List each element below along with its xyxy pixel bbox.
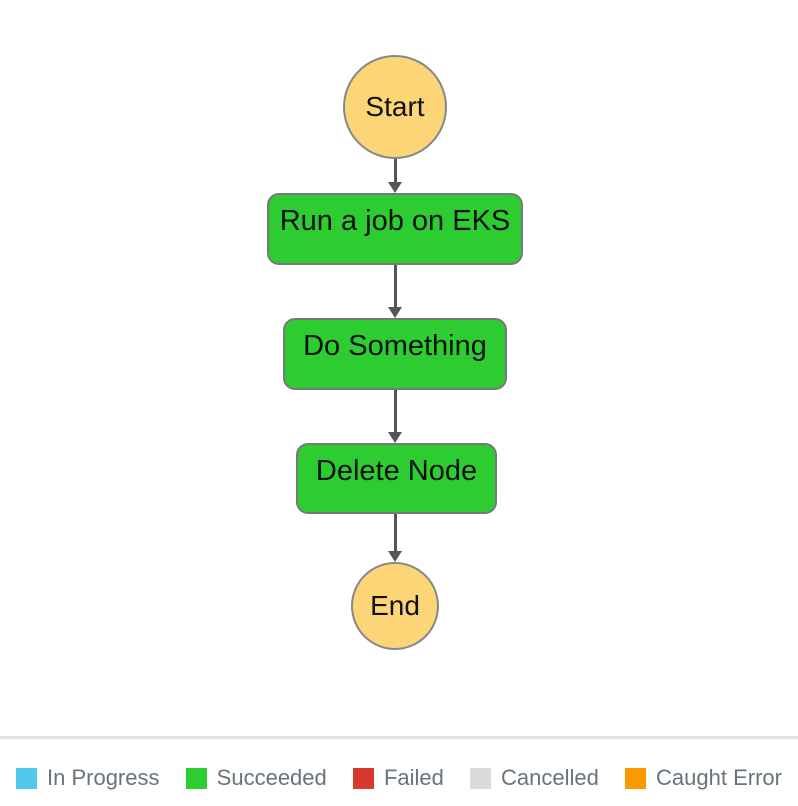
legend-label: Cancelled	[501, 765, 599, 790]
legend-item-succeeded: Succeeded	[185, 765, 327, 791]
edge-arrowhead-icon	[388, 551, 402, 562]
legend-swatch-cancelled	[470, 767, 492, 789]
end-node-label: End	[370, 590, 420, 621]
task-node-label: Delete Node	[315, 455, 478, 487]
legend-swatch-succeeded	[185, 767, 207, 789]
legend-item-failed: Failed	[352, 765, 444, 791]
start-node-label: Start	[365, 91, 425, 122]
status-legend: In Progress Succeeded Failed Cancelled C…	[16, 765, 782, 791]
legend-item-caught-error: Caught Error	[625, 765, 782, 791]
edge-arrowhead-icon	[388, 432, 402, 443]
legend-swatch-caught-error	[625, 767, 647, 789]
start-node: Start	[343, 55, 447, 159]
legend-item-cancelled: Cancelled	[470, 765, 599, 791]
task-node-label: Run a job on EKS	[279, 205, 511, 237]
legend-label: Succeeded	[216, 765, 327, 790]
legend-swatch-in-progress	[16, 767, 37, 789]
task-node-run-a-job-on-eks[interactable]: Run a job on EKS	[267, 193, 523, 265]
footer-divider	[0, 736, 798, 739]
edge-line	[394, 514, 397, 551]
legend-label: In Progress	[47, 765, 160, 790]
task-node-label: Do Something	[303, 330, 487, 362]
edge-line	[394, 159, 397, 182]
legend-label: Failed	[383, 765, 444, 790]
task-node-delete-node[interactable]: Delete Node	[296, 443, 497, 514]
legend-label: Caught Error	[656, 765, 782, 790]
legend-item-in-progress: In Progress	[16, 765, 160, 791]
task-node-do-something[interactable]: Do Something	[283, 318, 507, 390]
end-node: End	[351, 562, 439, 650]
legend-swatch-failed	[352, 767, 374, 789]
edge-line	[394, 265, 397, 307]
edge-line	[394, 390, 397, 432]
edge-arrowhead-icon	[388, 182, 402, 193]
edge-arrowhead-icon	[388, 307, 402, 318]
